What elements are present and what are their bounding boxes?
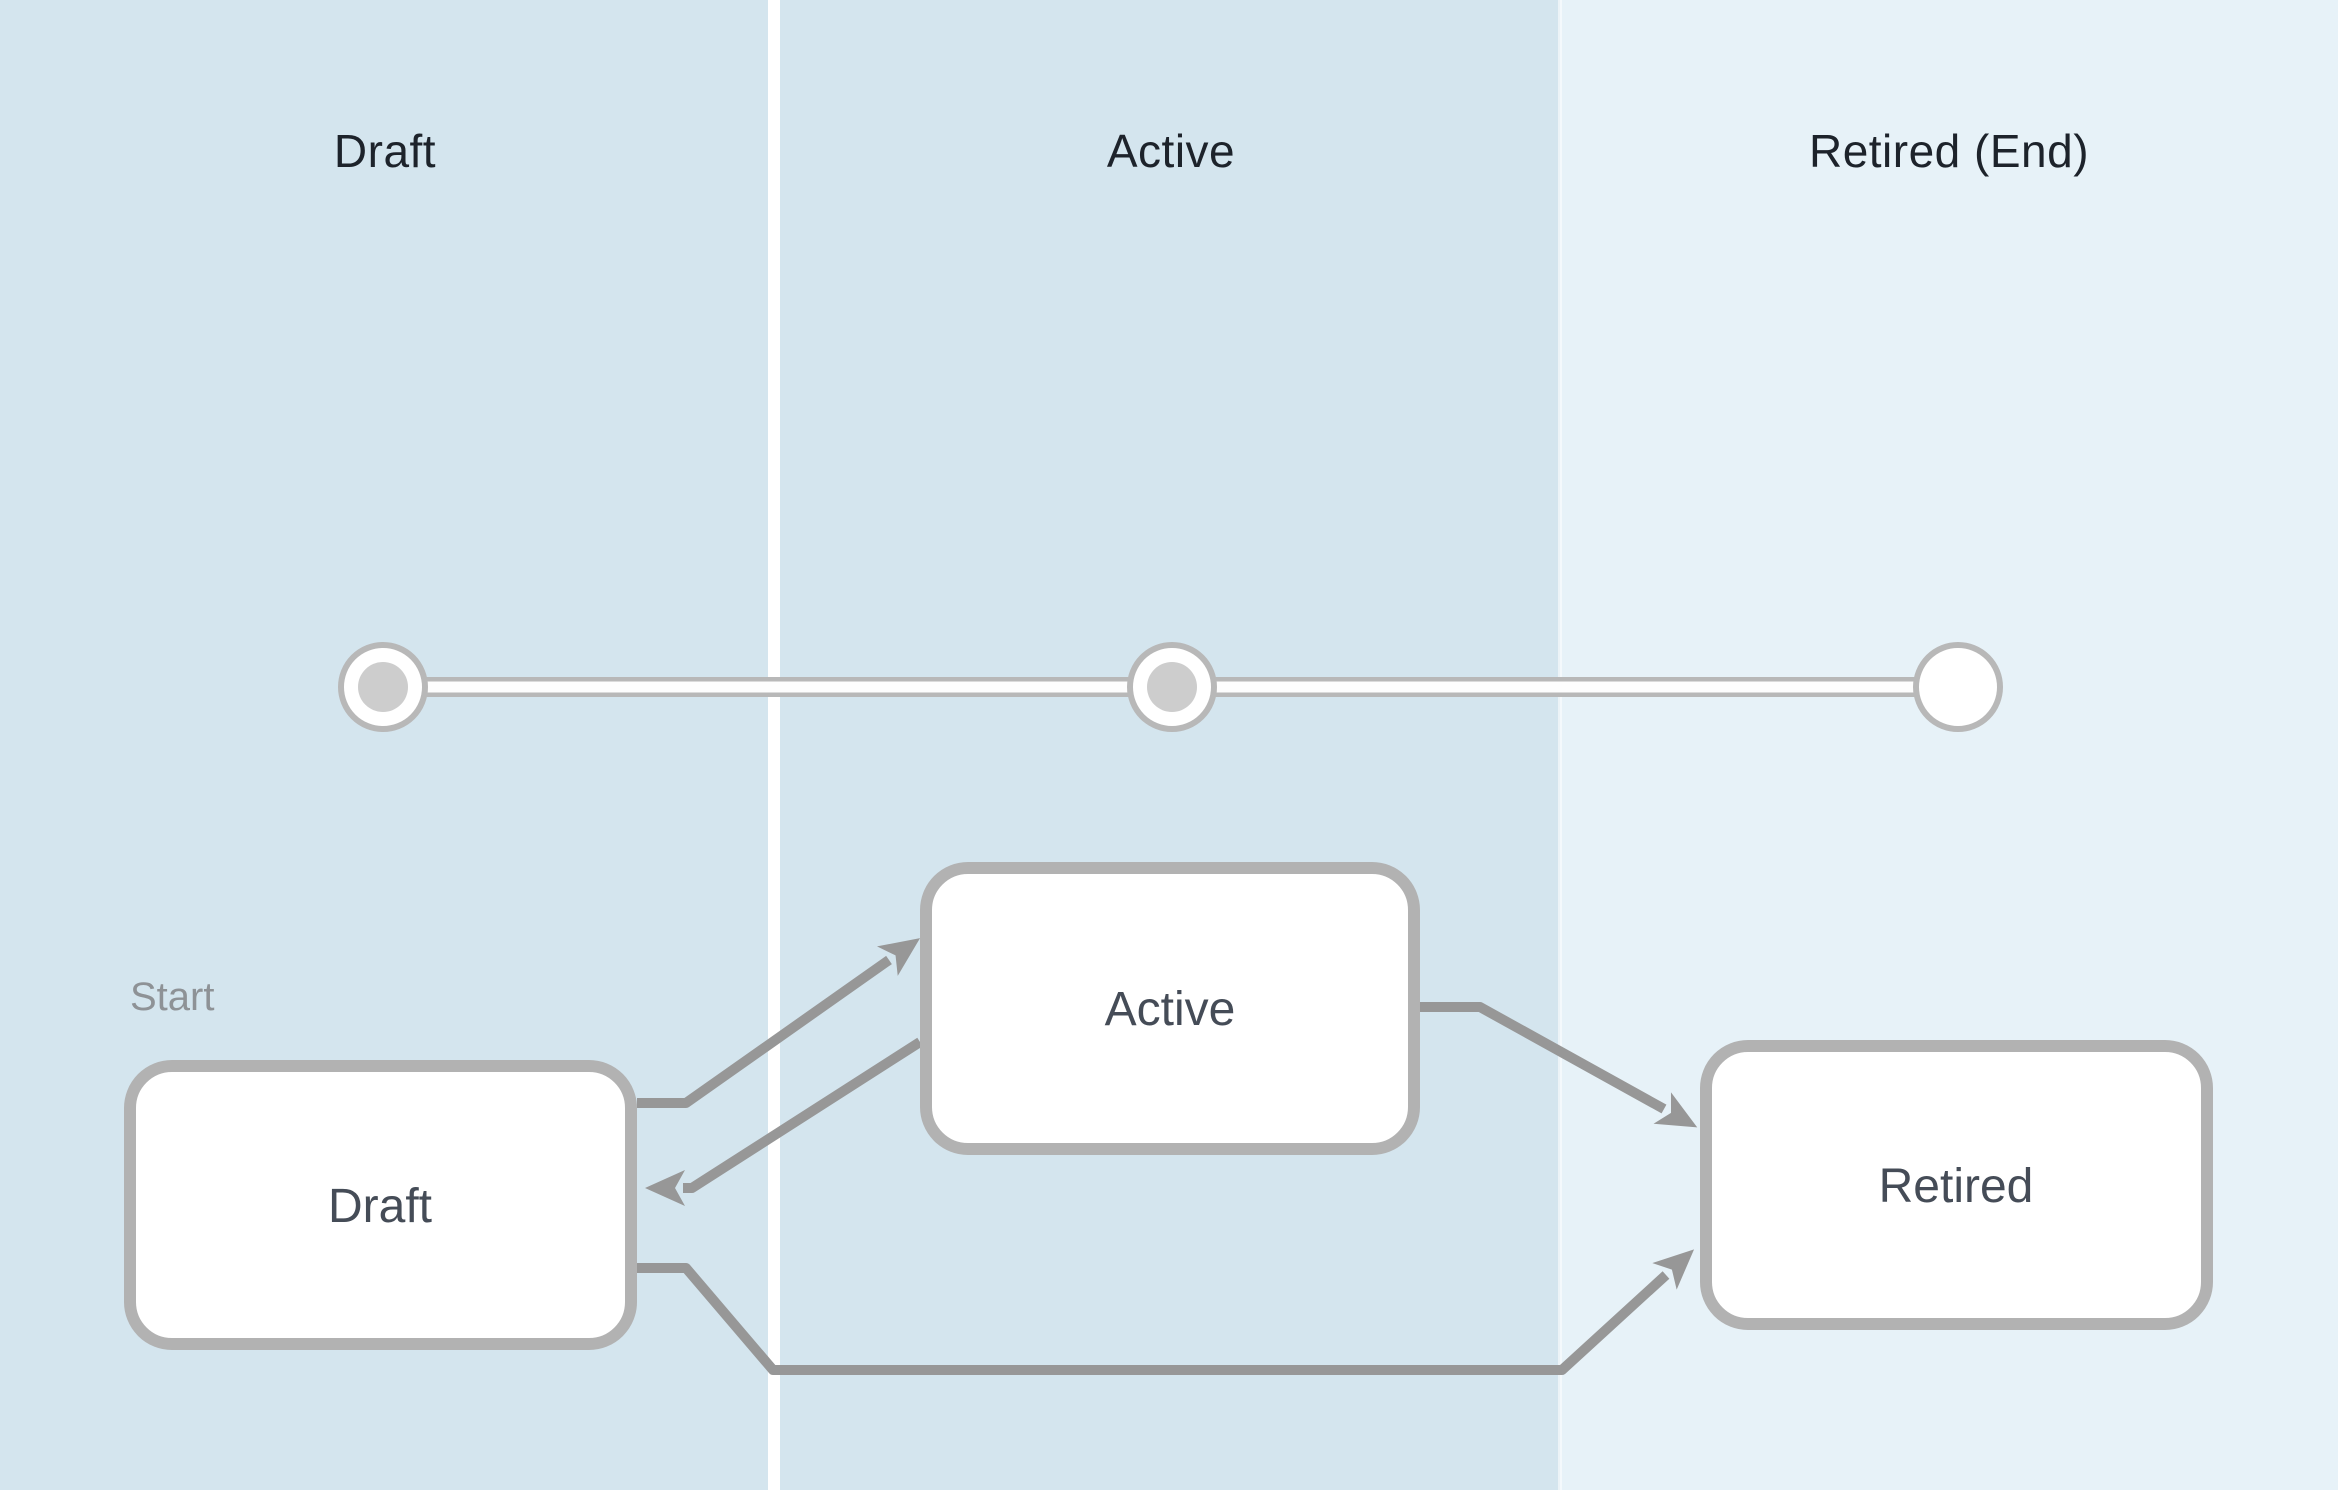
timeline: [338, 642, 2003, 732]
transition-draft-to-retired[interactable]: [637, 1249, 1695, 1375]
state-label-retired: Retired: [1879, 1160, 2034, 1213]
state-node-draft[interactable]: Draft: [124, 1060, 637, 1350]
state-label-draft: Draft: [328, 1180, 432, 1233]
milestone-retired-ring: [1913, 642, 2003, 732]
lane-header-active: Active: [1107, 125, 1235, 177]
milestone-active-dot: [1147, 662, 1197, 712]
transitions: [637, 938, 1698, 1375]
state-box-retired[interactable]: [1700, 1040, 2213, 1330]
state-node-active[interactable]: Active: [920, 862, 1420, 1155]
state-box-draft[interactable]: [124, 1060, 637, 1350]
lane-divider-1: [768, 0, 780, 1490]
milestone-draft: [338, 642, 428, 732]
state-box-active[interactable]: [920, 862, 1420, 1155]
milestone-draft-dot: [358, 662, 408, 712]
lane-header-retired-end: Retired (End): [1809, 125, 2089, 177]
state-nodes: Start Draft Active Retired: [124, 862, 2213, 1350]
lane-active: [782, 0, 1560, 1490]
transition-active-to-retired[interactable]: [1420, 1002, 1698, 1128]
milestone-active: [1127, 642, 1217, 732]
milestone-retired-end: [1913, 642, 2003, 732]
lane-divider-2: [1558, 0, 1562, 1490]
state-node-retired[interactable]: Retired: [1700, 1040, 2213, 1330]
start-annotation: Start: [130, 975, 214, 1019]
transition-active-to-draft[interactable]: [645, 1037, 923, 1206]
transition-draft-to-active[interactable]: [637, 938, 921, 1108]
lane-header-draft: Draft: [334, 125, 436, 177]
state-label-active: Active: [1105, 983, 1236, 1036]
